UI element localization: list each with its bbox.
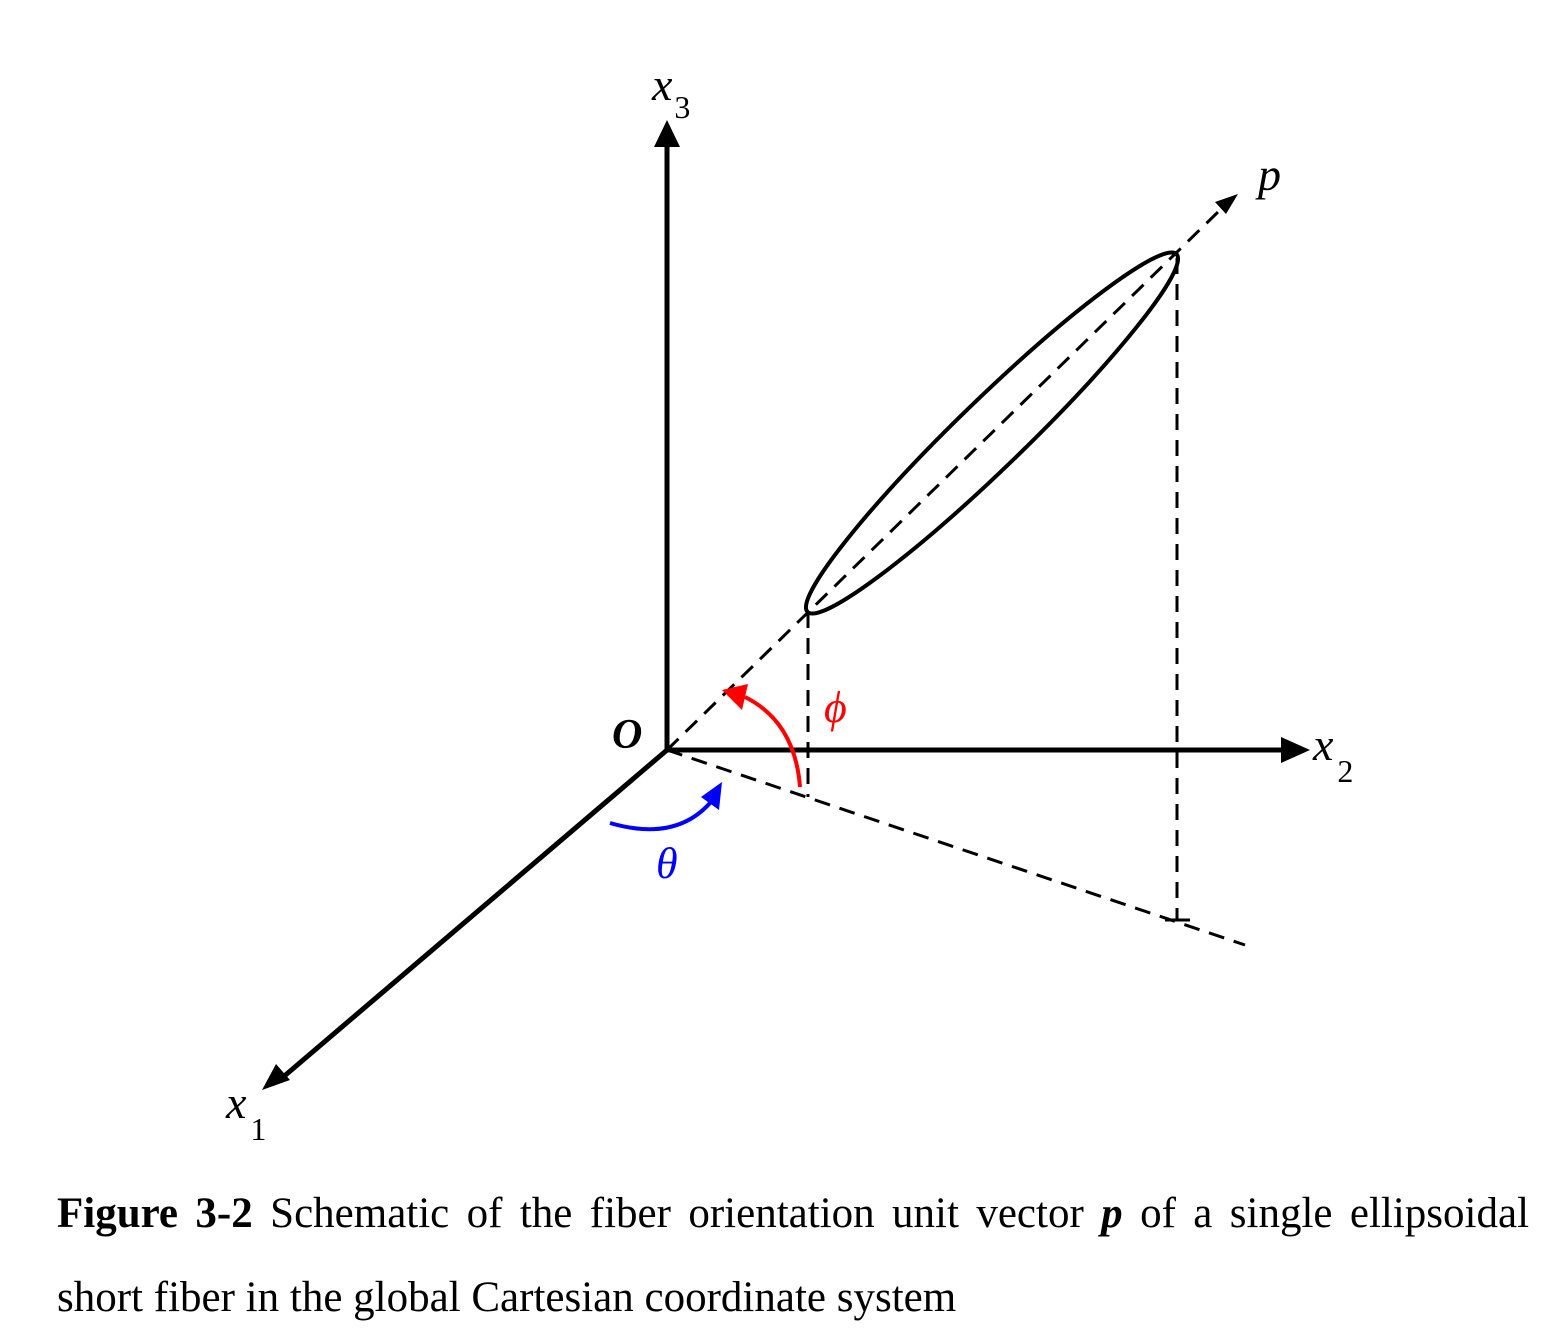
caption-text-before: Schematic of the fiber orientation unit … bbox=[270, 1190, 1084, 1237]
phi-arc bbox=[722, 684, 802, 788]
x2-label: x2 bbox=[1312, 719, 1353, 789]
origin-label: O bbox=[612, 712, 642, 758]
figure-caption: Figure 3-2 Schematic of the fiber orient… bbox=[57, 1172, 1529, 1340]
x3-label: x3 bbox=[651, 59, 690, 125]
fiber-orientation-diagram: x3 x2 x1 O p ϕ θ bbox=[225, 59, 1353, 1147]
theta-label: θ bbox=[656, 839, 678, 888]
p-vector bbox=[665, 194, 1238, 752]
caption-vector: p bbox=[1101, 1190, 1123, 1237]
phi-label: ϕ bbox=[824, 683, 847, 732]
projection-line bbox=[666, 748, 1246, 947]
caption-text-after: of a single ellipsoidal short fiber in t… bbox=[57, 1190, 1530, 1321]
theta-arc bbox=[609, 782, 722, 832]
x2-axis bbox=[667, 737, 1310, 763]
x1-label: x1 bbox=[225, 1077, 266, 1147]
x1-axis bbox=[262, 748, 669, 1090]
ellipsoidal-fiber bbox=[803, 250, 1181, 616]
figure-label: Figure 3-2 bbox=[57, 1190, 253, 1237]
p-vector-label: p bbox=[1255, 149, 1281, 200]
x3-axis bbox=[654, 120, 680, 750]
